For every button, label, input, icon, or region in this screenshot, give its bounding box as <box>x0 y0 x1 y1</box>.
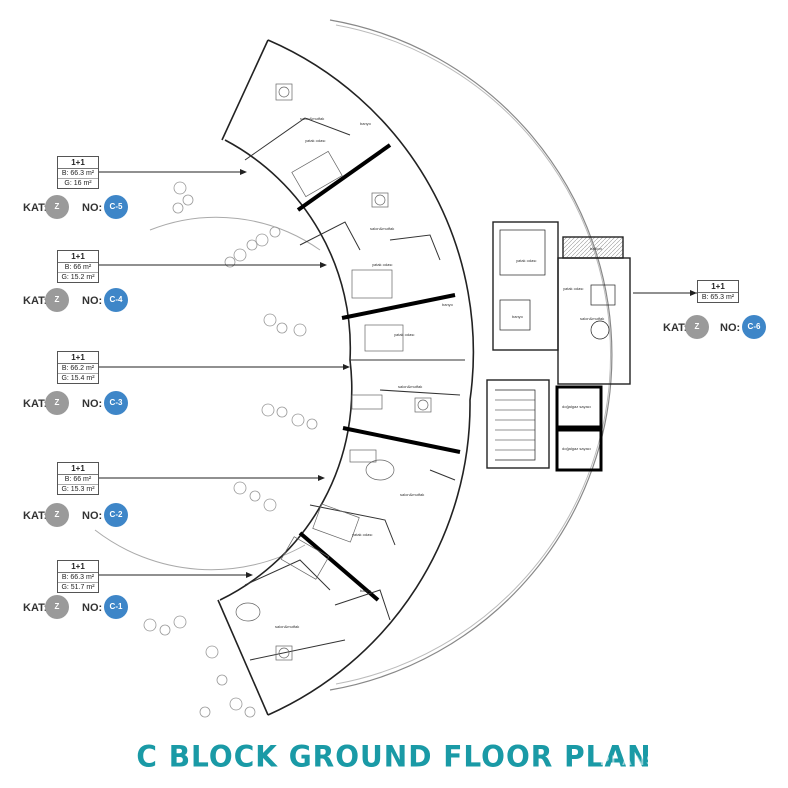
kat-label: KAT: <box>663 322 688 334</box>
svg-text:yatak odası: yatak odası <box>352 532 372 537</box>
svg-text:banyo: banyo <box>512 314 524 319</box>
svg-text:banyo: banyo <box>360 588 372 593</box>
unit-garden-area: G: 15.3 m² <box>61 486 95 493</box>
interior-walls <box>244 117 465 661</box>
room-captions: salon&mutfak yatak odası banyo salon&mut… <box>275 116 454 629</box>
unit-info-c1: 1+1 B: 66.3 m² G: 51.7 m² <box>57 560 99 593</box>
no-label: NO: <box>82 602 103 614</box>
unit-garden-area: G: 16 m² <box>64 180 92 187</box>
floor-badge: Z <box>45 595 69 619</box>
unit-garden-area: G: 51.7 m² <box>61 584 95 591</box>
svg-text:yatak odası: yatak odası <box>305 138 325 143</box>
kat-label: KAT: <box>23 295 48 307</box>
svg-text:salon&mutfak: salon&mutfak <box>400 492 424 497</box>
no-label: NO: <box>82 398 103 410</box>
svg-text:yatak odası: yatak odası <box>563 286 583 291</box>
block-c6 <box>492 221 631 385</box>
unit-type: 1+1 <box>58 352 98 364</box>
unit-net-area: B: 65.3 m² <box>701 294 735 301</box>
kat-label: KAT: <box>23 398 48 410</box>
unit-info-c4: 1+1 B: 66 m² G: 15.2 m² <box>57 250 99 283</box>
unit-net-area: B: 66 m² <box>58 475 98 485</box>
leader-arrows <box>240 169 697 578</box>
floor-badge: Z <box>45 288 69 312</box>
svg-text:salon&mutfak: salon&mutfak <box>398 384 422 389</box>
unit-type: 1+1 <box>698 281 738 293</box>
no-label: NO: <box>82 295 103 307</box>
svg-text:yatak odası: yatak odası <box>516 258 536 263</box>
svg-text:yatak odası: yatak odası <box>394 332 414 337</box>
unit-badge-c4: C-4 <box>104 288 128 312</box>
floor-badge: Z <box>45 195 69 219</box>
kat-label: KAT: <box>23 510 48 522</box>
unit-net-area: B: 66.3 m² <box>58 573 98 583</box>
unit-type: 1+1 <box>58 561 98 573</box>
svg-text:salon&mutfak: salon&mutfak <box>580 316 604 321</box>
svg-text:salon&mutfak: salon&mutfak <box>275 624 299 629</box>
unit-net-area: B: 66 m² <box>58 263 98 273</box>
building-outline <box>217 39 475 716</box>
svg-text:balkon: balkon <box>590 246 602 251</box>
unit-garden-area: G: 15.4 m² <box>61 375 95 382</box>
svg-text:yatak odası: yatak odası <box>372 262 392 267</box>
unit-badge-c1: C-1 <box>104 595 128 619</box>
stair-core <box>486 379 603 472</box>
svg-text:banyo: banyo <box>442 302 454 307</box>
floor-badge: Z <box>45 391 69 415</box>
meter-room-captions: doğalgaz sayacı doğalgaz sayacı <box>562 404 591 451</box>
svg-text:salon&mutfak: salon&mutfak <box>370 226 394 231</box>
site-arcs <box>94 19 613 691</box>
unit-type: 1+1 <box>58 463 98 475</box>
svg-text:doğalgaz sayacı: doğalgaz sayacı <box>562 446 591 451</box>
kat-label: KAT: <box>23 202 48 214</box>
unit-info-c5: 1+1 B: 66.3 m² G: 16 m² <box>57 156 99 189</box>
unit-type: 1+1 <box>58 251 98 263</box>
unit-badge-c6: C-6 <box>742 315 766 339</box>
furniture <box>235 83 432 661</box>
unit-badge-c5: C-5 <box>104 195 128 219</box>
floor-badge: Z <box>45 503 69 527</box>
watermark: PLANS <box>600 752 658 768</box>
kat-label: KAT: <box>23 602 48 614</box>
svg-text:doğalgaz sayacı: doğalgaz sayacı <box>562 404 591 409</box>
party-walls <box>296 143 461 602</box>
unit-net-area: B: 66.2 m² <box>58 364 98 374</box>
plan-title: C BLOCK GROUND FLOOR PLAN <box>136 739 652 774</box>
trees <box>143 181 318 718</box>
no-label: NO: <box>720 322 741 334</box>
unit-badge-c3: C-3 <box>104 391 128 415</box>
unit-type: 1+1 <box>58 157 98 169</box>
block-c6-captions: balkon yatak odası yatak odası banyo sal… <box>512 246 604 321</box>
leader-lines <box>98 171 697 576</box>
svg-text:banyo: banyo <box>360 121 372 126</box>
unit-info-c6: 1+1 B: 65.3 m² <box>697 280 739 303</box>
no-label: NO: <box>82 202 103 214</box>
unit-garden-area: G: 15.2 m² <box>61 274 95 281</box>
floor-badge: Z <box>685 315 709 339</box>
unit-info-c3: 1+1 B: 66.2 m² G: 15.4 m² <box>57 351 99 384</box>
no-label: NO: <box>82 510 103 522</box>
svg-text:salon&mutfak: salon&mutfak <box>300 116 324 121</box>
unit-info-c2: 1+1 B: 66 m² G: 15.3 m² <box>57 462 99 495</box>
unit-net-area: B: 66.3 m² <box>58 169 98 179</box>
unit-badge-c2: C-2 <box>104 503 128 527</box>
